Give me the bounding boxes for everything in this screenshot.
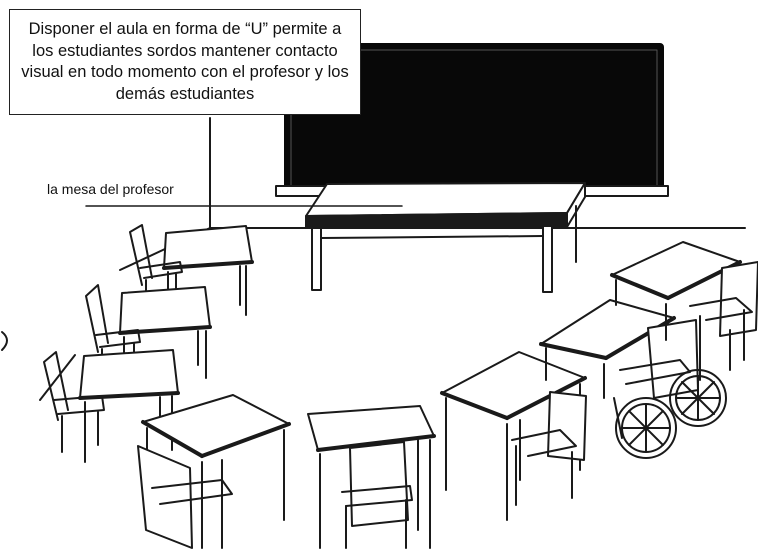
callout-text: Disponer el aula en forma de “U” permite…	[21, 20, 349, 103]
u-shape-explanation-callout: Disponer el aula en forma de “U” permite…	[9, 9, 361, 115]
student-desk-front-center	[307, 405, 436, 549]
student-chair-front-right	[511, 391, 587, 506]
student-chair-front-center	[341, 441, 413, 549]
teacher-desk-label: la mesa del profesor	[47, 181, 174, 197]
student-chair-front-left	[137, 445, 233, 549]
student-desk-left-1	[162, 225, 254, 316]
edge-fragment	[1, 331, 8, 351]
student-chair-left-3	[43, 351, 105, 453]
wheelchair	[613, 319, 727, 459]
student-chair-right-2	[689, 261, 758, 381]
student-desk-left-3	[78, 349, 180, 463]
teacher-desk	[305, 182, 586, 293]
